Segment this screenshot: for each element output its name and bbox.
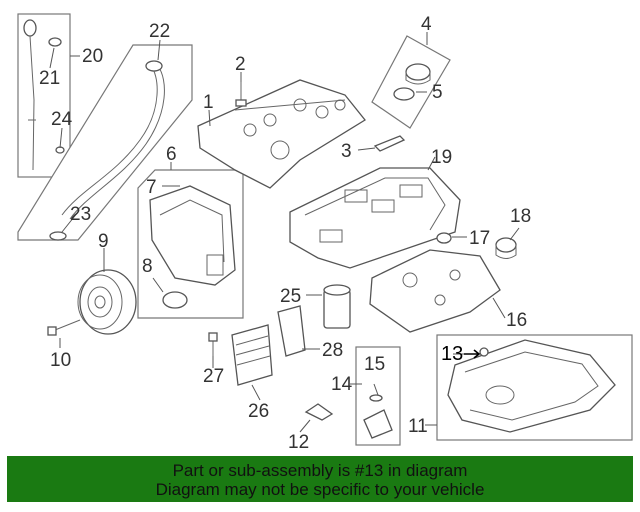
callout-27: 27	[203, 366, 224, 387]
callout-17: 17	[469, 228, 490, 249]
info-banner: Part or sub-assembly is #13 in diagram D…	[7, 456, 633, 502]
pulley-drawing	[77, 269, 137, 335]
callout-13-arrow	[464, 349, 481, 359]
callout-13-highlighted: 13	[441, 343, 463, 365]
oil-level-sensor-drawing	[363, 394, 393, 439]
cap-18-drawing	[495, 237, 517, 259]
callout-21: 21	[39, 68, 60, 89]
timing-cover-drawing	[149, 185, 236, 309]
callout-7: 7	[146, 177, 157, 198]
callout-24: 24	[51, 109, 73, 130]
callout-9: 9	[98, 231, 109, 252]
filler-tube-group-box	[17, 44, 193, 241]
upper-oil-pan-drawing	[289, 167, 461, 269]
bolt-10-drawing	[47, 319, 81, 336]
banner-line-disclaimer: Diagram may not be specific to your vehi…	[155, 480, 485, 499]
callout-18: 18	[510, 206, 531, 227]
callout-6: 6	[166, 144, 177, 165]
dipstick-drawing	[23, 19, 65, 171]
valve-cover-drawing	[197, 79, 366, 189]
oil-cap-drawing	[393, 63, 431, 101]
callout-leaders	[49, 32, 520, 433]
callout-22: 22	[149, 21, 170, 42]
plug-17-drawing	[436, 232, 452, 244]
banner-line-part: Part or sub-assembly is #13 in diagram	[172, 461, 468, 480]
callout-11: 11	[408, 416, 428, 437]
callout-15: 15	[364, 354, 385, 375]
filler-tube-drawing	[49, 60, 165, 241]
gasket-28-drawing	[277, 305, 306, 357]
callout-20: 20	[82, 46, 103, 67]
callout-3: 3	[341, 141, 352, 162]
cap-group-box	[371, 35, 451, 129]
oil-cooler-drawing	[231, 324, 273, 386]
bolt-27-drawing	[208, 332, 218, 356]
callout-4: 4	[421, 14, 432, 35]
parts-diagram: 1 2 3 4 5 6 7 8 9 10 11 12 13 14 15 16 1…	[17, 13, 633, 453]
callout-8: 8	[142, 256, 153, 277]
callout-26: 26	[248, 401, 269, 422]
oil-filter-drawing	[323, 284, 351, 329]
callout-19: 19	[431, 147, 452, 168]
bracket-12-drawing	[304, 403, 334, 421]
bolt-2-drawing	[235, 82, 247, 107]
oil-pan-drawing	[447, 339, 616, 433]
callout-5: 5	[432, 82, 443, 103]
callout-28: 28	[322, 340, 343, 361]
callout-10: 10	[50, 350, 71, 371]
callout-25: 25	[280, 286, 301, 307]
callout-14: 14	[331, 374, 353, 395]
baffle-plate-drawing	[369, 249, 501, 333]
callout-12: 12	[288, 432, 309, 453]
callout-2: 2	[235, 54, 246, 75]
callout-23: 23	[70, 204, 91, 225]
bracket-3-drawing	[373, 135, 406, 152]
callout-1: 1	[203, 92, 214, 113]
callout-16: 16	[506, 310, 527, 331]
